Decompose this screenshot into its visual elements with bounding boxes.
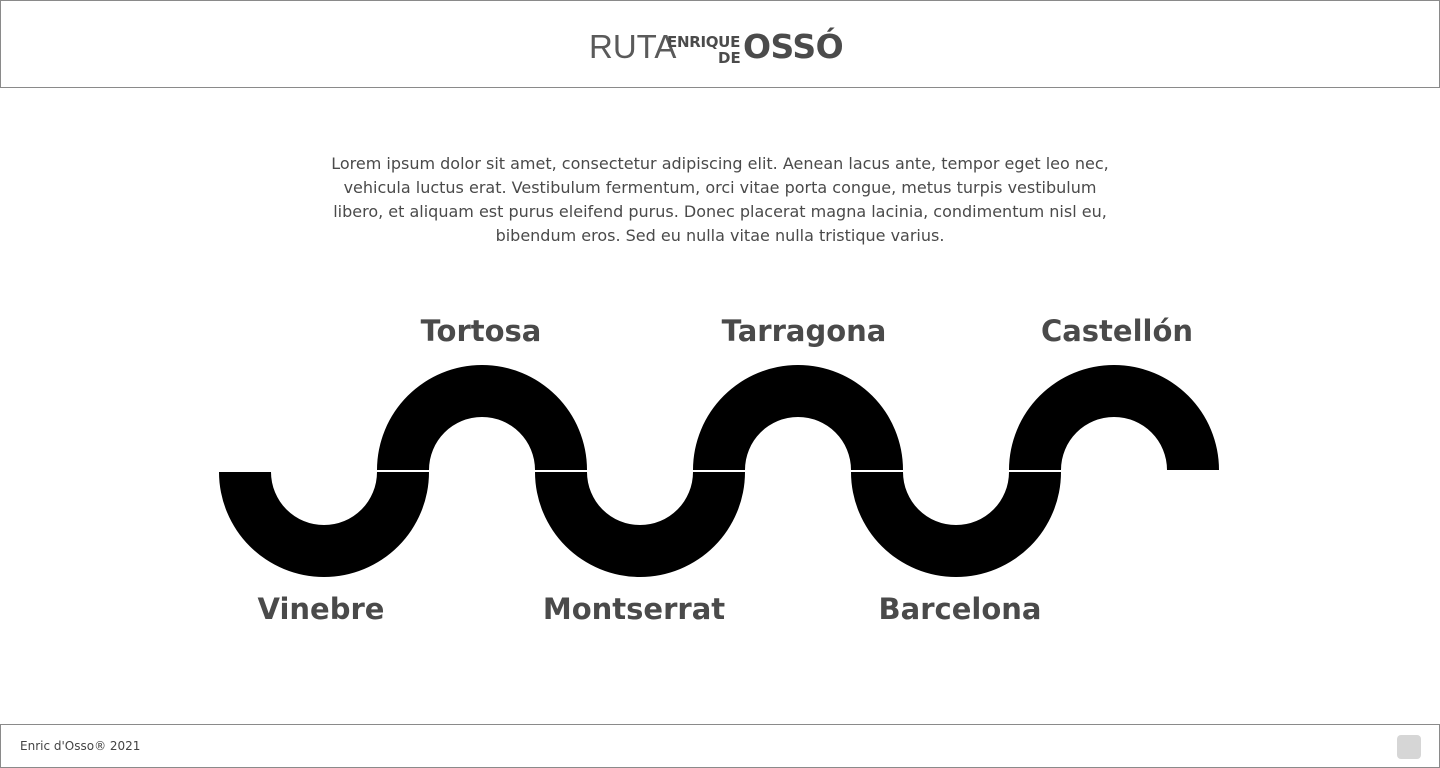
route-segment-vinebre[interactable] <box>219 472 429 577</box>
copyright-text: Enric d'Osso® 2021 <box>20 739 141 753</box>
site-footer: Enric d'Osso® 2021 <box>0 724 1440 768</box>
scroll-to-top-button[interactable] <box>1397 735 1421 759</box>
route-segment-castellon[interactable] <box>1009 365 1219 470</box>
logo-text-osso: OSSÓ <box>743 27 844 66</box>
logo-text-de: DE <box>718 49 741 67</box>
route-segment-tarragona[interactable] <box>693 365 903 470</box>
logo-text-enrique: ENRIQUE <box>667 33 741 51</box>
route-segment-tortosa[interactable] <box>377 365 587 470</box>
stop-tortosa[interactable]: Tortosa <box>420 314 542 348</box>
site-logo[interactable]: RUTA ENRIQUE DE OSSÓ <box>589 23 853 69</box>
logo-text-ruta: RUTA <box>589 28 677 65</box>
stop-castellon[interactable]: Castellón <box>1040 314 1194 348</box>
stop-vinebre[interactable]: Vinebre <box>257 592 385 626</box>
site-header: RUTA ENRIQUE DE OSSÓ <box>0 0 1440 88</box>
stop-montserrat[interactable]: Montserrat <box>542 592 726 626</box>
route-segment-barcelona[interactable] <box>851 472 1061 577</box>
stop-tarragona[interactable]: Tarragona <box>721 314 887 348</box>
intro-paragraph: Lorem ipsum dolor sit amet, consectetur … <box>331 154 1109 245</box>
stop-barcelona[interactable]: Barcelona <box>878 592 1042 626</box>
route-segment-montserrat[interactable] <box>535 472 745 577</box>
